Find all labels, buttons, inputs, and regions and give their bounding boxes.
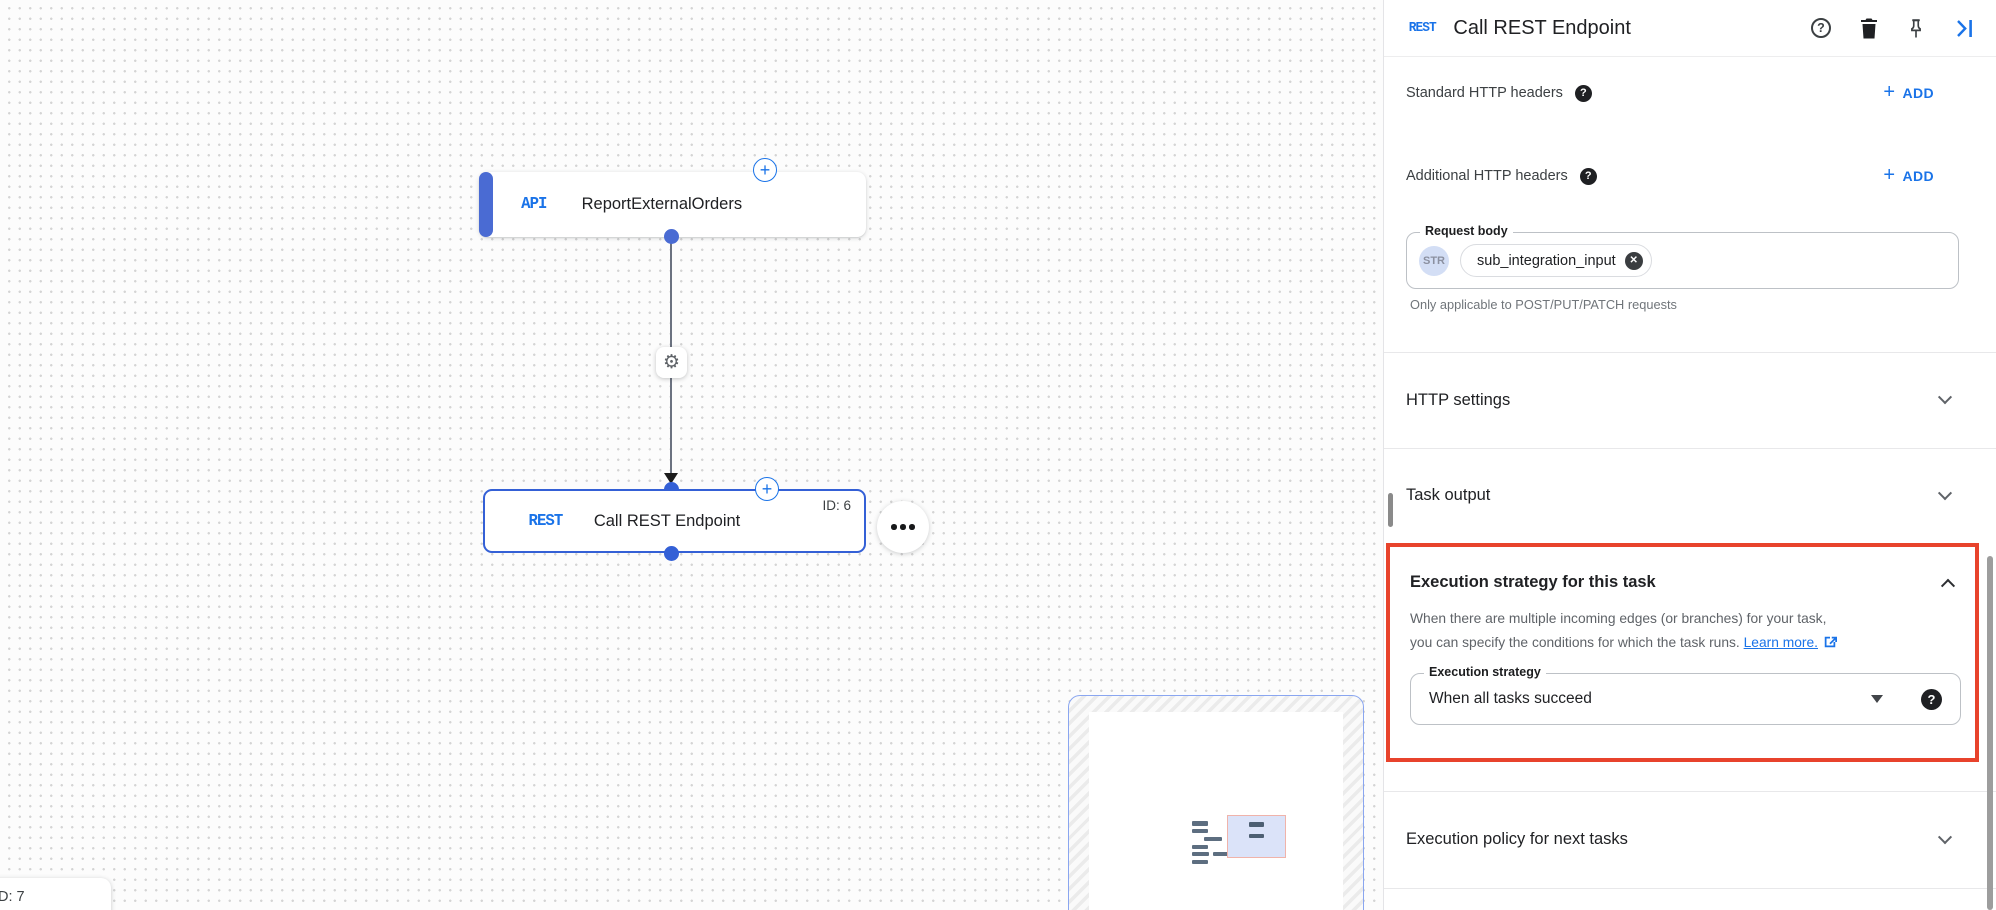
add-task-button-api[interactable]: + <box>753 158 777 182</box>
section-title: Task output <box>1406 486 1491 504</box>
node-id-label: ID: 7 <box>0 889 25 905</box>
learn-more-link[interactable]: Learn more. <box>1743 635 1818 650</box>
node-call-rest-endpoint[interactable]: REST Call REST Endpoint ID: 6 <box>483 489 866 553</box>
api-task-logo: API <box>521 195 547 214</box>
dot-icon <box>909 524 915 530</box>
description-line: you can specify the conditions for which… <box>1410 631 1953 655</box>
node-title: ReportExternalOrders <box>581 195 743 213</box>
remove-variable-icon[interactable]: ✕ <box>1624 251 1643 270</box>
panel-title: Call REST Endpoint <box>1453 16 1631 39</box>
request-body-helper-text: Only applicable to POST/PUT/PATCH reques… <box>1410 297 1677 312</box>
node-accent-bar <box>479 172 493 237</box>
add-additional-header-button[interactable]: + ADD <box>1877 164 1940 186</box>
chevron-down-icon <box>1937 485 1953 500</box>
node-title: Call REST Endpoint <box>593 511 741 530</box>
node-more-menu-button[interactable] <box>877 501 929 553</box>
task-config-panel: REST Call REST Endpoint ? <box>1383 0 1996 910</box>
chevron-down-icon <box>1937 390 1953 405</box>
delete-task-button[interactable] <box>1860 18 1878 39</box>
dot-icon <box>900 524 906 530</box>
section-title: HTTP settings <box>1406 390 1511 409</box>
description-line: When there are multiple incoming edges (… <box>1410 611 1827 626</box>
pin-panel-button[interactable] <box>1907 18 1925 39</box>
trash-icon <box>1861 18 1877 38</box>
request-body-field[interactable]: Request body STR sub_integration_input ✕ <box>1406 224 1959 289</box>
help-icon[interactable]: ? <box>1921 688 1942 710</box>
help-icon[interactable]: ? <box>1574 84 1592 102</box>
section-execution-policy[interactable]: Execution policy for next tasks <box>1384 791 1996 888</box>
divider <box>1384 352 1996 353</box>
divider <box>1384 448 1996 449</box>
suggestion-placeholder-box[interactable] <box>1068 695 1364 910</box>
output-port-rest[interactable] <box>664 546 679 561</box>
plus-icon: + <box>1883 164 1896 186</box>
execution-strategy-field-label: Execution strategy <box>1424 665 1546 679</box>
node-partial-corner[interactable]: ID: 7 <box>0 878 111 910</box>
output-port-api[interactable] <box>664 229 679 244</box>
collapse-panel-icon <box>1957 19 1972 37</box>
help-icon: ? <box>1811 18 1831 38</box>
additional-headers-label: Additional HTTP headers <box>1406 168 1568 184</box>
string-type-badge: STR <box>1419 245 1449 276</box>
external-link-icon <box>1824 636 1837 648</box>
execution-strategy-value: When all tasks succeed <box>1429 690 1592 707</box>
add-standard-header-button[interactable]: + ADD <box>1877 81 1940 103</box>
rest-task-logo: REST <box>1408 20 1437 36</box>
additional-headers-row: Additional HTTP headers ? + ADD <box>1406 154 1940 198</box>
dot-icon <box>891 524 897 530</box>
pin-icon <box>1911 18 1921 37</box>
edge-arrowhead-icon <box>664 473 678 484</box>
add-task-button-rest[interactable]: + <box>755 477 779 501</box>
standard-headers-label: Standard HTTP headers <box>1406 85 1563 101</box>
execution-strategy-section-highlighted: Execution strategy for this task When th… <box>1386 543 1979 762</box>
workflow-canvas[interactable]: API ReportExternalOrders + ⚙ REST Call R… <box>0 0 1383 910</box>
variable-chip-label: sub_integration_input <box>1477 252 1616 269</box>
edge-config-button[interactable]: ⚙ <box>656 347 687 378</box>
node-report-external-orders[interactable]: API ReportExternalOrders <box>479 172 866 237</box>
node-id-label: ID: 6 <box>822 498 851 513</box>
dropdown-caret-icon <box>1871 695 1883 703</box>
chevron-up-icon <box>1940 578 1956 593</box>
gear-icon: ⚙ <box>662 351 681 373</box>
help-icon[interactable]: ? <box>1579 167 1597 185</box>
chevron-down-icon <box>1937 829 1953 844</box>
standard-headers-row: Standard HTTP headers ? + ADD <box>1406 71 1940 115</box>
section-http-settings[interactable]: HTTP settings <box>1384 352 1996 448</box>
divider <box>1384 888 1996 889</box>
variable-chip[interactable]: sub_integration_input ✕ <box>1460 244 1652 277</box>
section-task-output[interactable]: Task output <box>1384 448 1996 543</box>
rest-task-logo: REST <box>528 511 563 531</box>
panel-scrollbar[interactable] <box>1987 556 1993 910</box>
request-body-label: Request body <box>1420 224 1513 238</box>
divider <box>1384 791 1996 792</box>
mapping-sketch-node <box>1227 815 1286 858</box>
mapping-sketch-icon <box>1188 815 1298 867</box>
left-scroll-indicator[interactable] <box>1388 493 1393 527</box>
execution-strategy-description: When there are multiple incoming edges (… <box>1410 607 1953 655</box>
help-button[interactable]: ? <box>1811 18 1831 38</box>
execution-strategy-select[interactable]: Execution strategy When all tasks succee… <box>1410 665 1961 725</box>
section-title: Execution policy for next tasks <box>1406 830 1628 848</box>
plus-icon: + <box>1883 81 1896 103</box>
collapse-panel-button[interactable] <box>1954 19 1974 38</box>
section-execution-strategy[interactable]: Execution strategy for this task <box>1410 573 1956 593</box>
suggestion-placeholder-inner <box>1089 712 1343 910</box>
section-title: Execution strategy for this task <box>1410 573 1656 591</box>
panel-header: REST Call REST Endpoint ? <box>1384 0 1996 57</box>
